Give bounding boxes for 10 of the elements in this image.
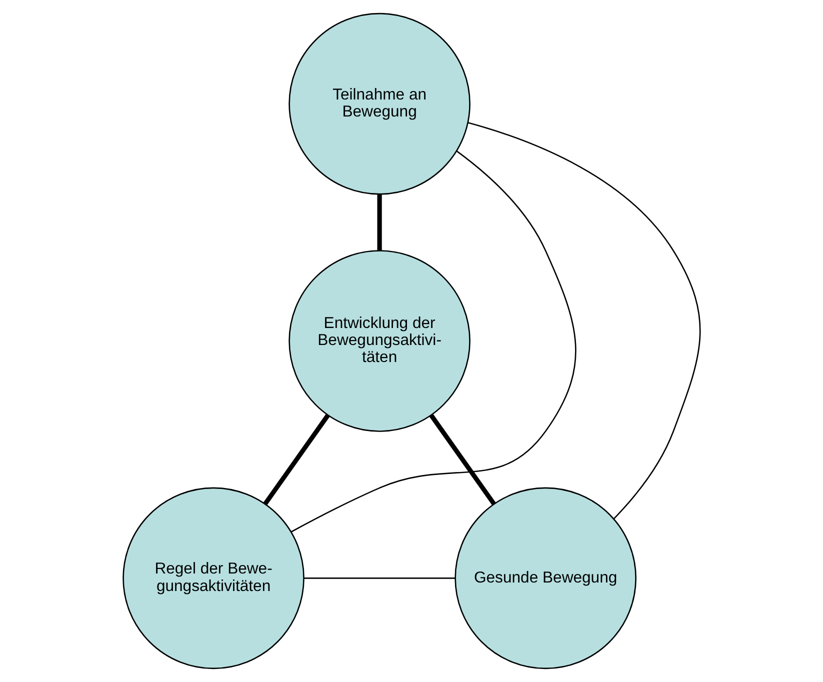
connector [376, 194, 382, 251]
node-circle: Teilnahme an Bewegung [288, 12, 470, 195]
node-circle: Regel der Bewe- gungsaktivitäten [122, 487, 304, 670]
connector [262, 414, 330, 506]
node-circle: Entwicklung der Bewegungsaktivi- täten [288, 250, 470, 432]
connector [467, 122, 700, 520]
connector [290, 150, 576, 532]
connector [428, 414, 496, 506]
node-circle: Gesunde Bewegung [454, 487, 636, 670]
connector [304, 578, 455, 579]
